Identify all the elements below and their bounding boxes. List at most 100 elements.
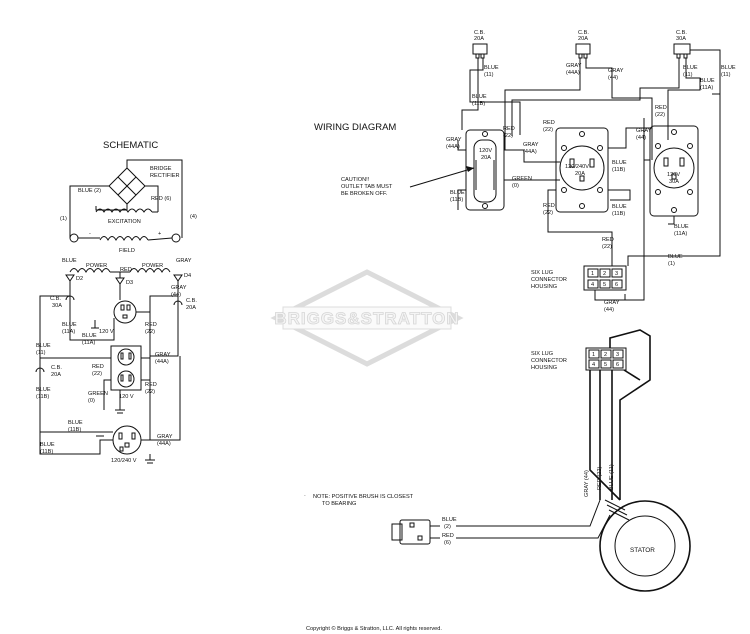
power-label-right: POWER	[142, 263, 163, 269]
right-terminal-4-label: (4)	[190, 214, 197, 220]
receptacle-120-240v-20a: 120/240V 20A RED (22) GRAY (44A) BLUE (1…	[523, 120, 652, 260]
pin-lower-1: 1	[592, 352, 595, 358]
caution-line-1: CAUTION!!	[341, 177, 370, 183]
cb-30a-label: C.B.	[676, 30, 687, 36]
cb-20a-right-rating: 20A	[186, 305, 196, 311]
stator-red-22-label: RED (22)	[597, 467, 603, 490]
blue-11b-mid2-label: BLUE	[612, 204, 627, 210]
gray-44-top-label: GRAY	[608, 68, 624, 74]
cb-30a-rating: 30A	[676, 36, 686, 42]
stator: STATOR GRAY (44) RED (22) BLUE (11)	[584, 464, 691, 592]
green-0-code: (0)	[88, 398, 95, 404]
blue-1-label: BLUE	[668, 254, 683, 260]
watermark-logo: BRIGGS&STRATTON	[270, 269, 464, 367]
six-lug-connector-lower: SIX LUG CONNECTOR HOUSING 1 2 3 4 5 6	[531, 329, 651, 501]
brush-assembly: · NOTE: POSITIVE BRUSH IS CLOSEST TO BEA…	[304, 493, 611, 546]
blue-11b-lower-label: BLUE	[68, 420, 83, 426]
blue-11b-bottom-label: BLUE	[40, 442, 55, 448]
bridge-label: BRIDGE	[150, 166, 172, 172]
blue-2-label: BLUE (2)	[78, 188, 101, 194]
svg-text:-: -	[89, 231, 91, 237]
cb-20a-a-rating: 20A	[474, 36, 484, 42]
red-top-label: RED	[120, 267, 132, 273]
cb-20a-left-rating: 20A	[51, 372, 61, 378]
field-label: FIELD	[119, 248, 135, 254]
d2-label: D2	[76, 276, 83, 282]
blue-11b-mid2-code: (11B)	[612, 211, 625, 217]
caution-callout: CAUTION!! OUTLET TAB MUST BE BROKEN OFF.	[341, 166, 475, 197]
pin-2: 2	[603, 271, 606, 277]
gray-44-bottom-code: (44)	[604, 307, 614, 313]
copyright-text: Copyright © Briggs & Stratton, LLC. All …	[306, 625, 442, 632]
red-22-r-code: (22)	[655, 112, 665, 118]
blue-11-top-label: BLUE	[484, 65, 499, 71]
cb-30a-label: C.B.	[50, 296, 61, 302]
blue-11a-bottom-code: (11A)	[674, 231, 687, 237]
blue-11a-label: BLUE	[62, 322, 77, 328]
gray-top-label: GRAY	[176, 258, 192, 264]
six-lug-upper-line-2: CONNECTOR	[531, 277, 567, 283]
blue-11a-lower-code: (11A)	[82, 340, 95, 346]
gray-44-r-code: (44)	[636, 135, 646, 141]
six-lug-upper-line-3: HOUSING	[531, 284, 557, 290]
six-lug-lower-line-2: CONNECTOR	[531, 358, 567, 364]
gray-44-bottom-label: GRAY	[604, 300, 620, 306]
red-22-label: RED	[145, 322, 157, 328]
brush-blue-code: (2)	[444, 524, 451, 530]
red-22-c-label: RED	[543, 203, 555, 209]
note-line-1: NOTE: POSITIVE BRUSH IS CLOSEST	[313, 494, 414, 500]
svg-text:+: +	[158, 231, 161, 237]
pin-lower-3: 3	[616, 352, 619, 358]
svg-text:·: ·	[304, 493, 306, 499]
receptacle-240v-voltage: 120/240V	[565, 164, 589, 170]
d3-label: D3	[126, 280, 133, 286]
cb-30a-rating: 30A	[52, 303, 62, 309]
pin-4: 4	[591, 282, 594, 288]
receptacle-120v-20a-rating: 20A	[481, 155, 491, 161]
blue-11b-mid-code: (11B)	[612, 167, 625, 173]
red-22-d-label: RED	[602, 237, 614, 243]
cb-20a-b-rating: 20A	[578, 36, 588, 42]
blue-top-label: BLUE	[62, 258, 77, 264]
receptacle-120v-30a: 120V 30A BLUE (11A)	[644, 125, 699, 237]
v120-240-label: 120/240 V	[111, 458, 137, 464]
blue-11b-top-label: BLUE	[472, 94, 487, 100]
red-22-right-label: RED	[145, 382, 157, 388]
green-0-label: GREEN	[512, 176, 532, 182]
blue-11b-bottom-code: (11B)	[40, 449, 53, 455]
red-22-mid-label: RED	[92, 364, 104, 370]
stator-gray-44-label: GRAY (44)	[584, 470, 590, 497]
pin-1: 1	[591, 271, 594, 277]
schematic-title: SCHEMATIC	[103, 140, 158, 151]
pin-6: 6	[615, 282, 618, 288]
blue-11b-left-code: (11B)	[450, 197, 463, 203]
six-lug-connector-upper: RED (22) BLUE (1) SIX LUG CONNECTOR HOUS…	[531, 237, 683, 313]
green-0-code: (0)	[512, 183, 519, 189]
caution-line-2: OUTLET TAB MUST	[341, 184, 393, 190]
blue-11b-left-label: BLUE	[450, 190, 465, 196]
blue-11a-r-label: BLUE	[700, 78, 715, 84]
gray-44a-mid-code: (44A)	[523, 149, 537, 155]
gray-44a-code: (44A)	[155, 359, 169, 365]
bridge-rectifier-circuit: BRIDGE RECTIFIER BLUE (2) RED (6) EXCITA…	[60, 159, 197, 254]
blue-11-rr-code: (11)	[721, 72, 731, 78]
gray-44a-left-label: GRAY	[446, 137, 462, 143]
receptacle-120v-30a-rating: 30A	[669, 179, 679, 185]
pin-lower-4: 4	[592, 362, 595, 368]
red-22-b-label: RED	[543, 120, 555, 126]
wiring-diagram-title: WIRING DIAGRAM	[314, 122, 396, 133]
watermark-text: BRIGGS&STRATTON	[274, 309, 459, 328]
blue-11a-code: (11A)	[62, 329, 75, 335]
d4-label: D4	[184, 273, 191, 279]
blue-11-label: BLUE	[36, 343, 51, 349]
red-22-a-label: RED	[503, 126, 515, 132]
red-6-label: RED (6)	[151, 196, 171, 202]
circuit-breakers: C.B. 20A C.B. 20A C.B. 30A	[472, 30, 691, 59]
stator-label: STATOR	[630, 547, 655, 554]
brush-red-code: (6)	[444, 540, 451, 546]
receptacle-120v-20a: 120V 20A GRAY (44A) RED (22) BLUE (11B) …	[446, 126, 560, 211]
red-22-right-code: (22)	[145, 389, 155, 395]
cb-20a-b-label: C.B.	[578, 30, 589, 36]
red-22-d-code: (22)	[602, 244, 612, 250]
gray-44a-top-label: GRAY	[566, 63, 582, 69]
